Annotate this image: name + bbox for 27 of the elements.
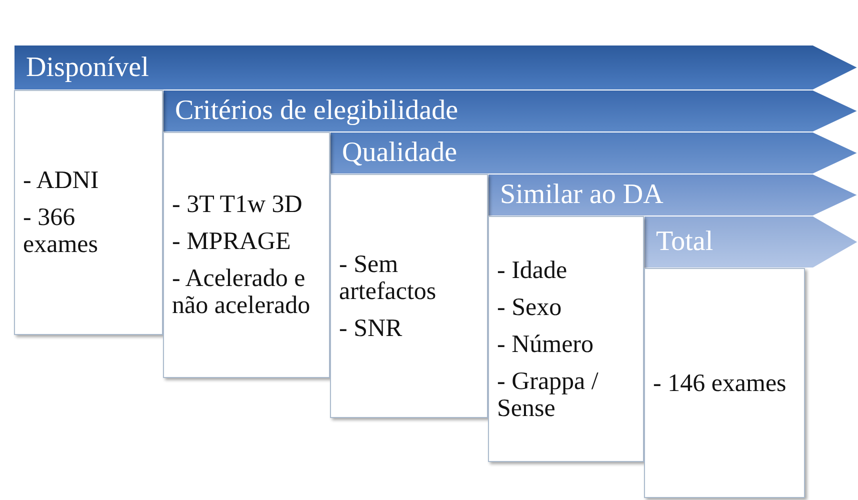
list-item: - Sexo xyxy=(497,294,563,320)
stage-heading: Total xyxy=(656,228,714,256)
list-item: - Grappa / Sense xyxy=(497,368,600,422)
stage-heading: Qualidade xyxy=(342,139,458,167)
content-box xyxy=(14,90,163,335)
arrow-band xyxy=(330,132,858,174)
list-item: - 3T T1w 3D xyxy=(172,191,304,218)
content-box xyxy=(163,132,330,378)
list-item: - SNR xyxy=(339,314,404,342)
stage-heading: Similar ao DA xyxy=(500,181,664,209)
list-item: - Número xyxy=(497,330,594,358)
list-item: - Sem artefactos xyxy=(339,250,438,304)
list-item: - Idade xyxy=(497,256,568,284)
content-box xyxy=(644,268,805,498)
list-item: - 146 exames xyxy=(653,370,788,396)
content-box xyxy=(488,216,644,462)
arrow-band xyxy=(14,45,858,90)
arrow-band xyxy=(644,216,858,268)
list-item: - ADNI xyxy=(23,167,100,194)
list-item: - 366 exames xyxy=(23,204,99,258)
arrow-band xyxy=(488,174,858,216)
stage-heading: Critérios de elegibilidade xyxy=(175,97,458,125)
content-box xyxy=(330,174,488,418)
stage-heading: Disponível xyxy=(26,54,149,82)
arrow-band xyxy=(163,90,858,132)
list-item: - MPRAGE xyxy=(172,228,292,255)
list-item: - Acelerado e não acelerado xyxy=(172,265,312,319)
